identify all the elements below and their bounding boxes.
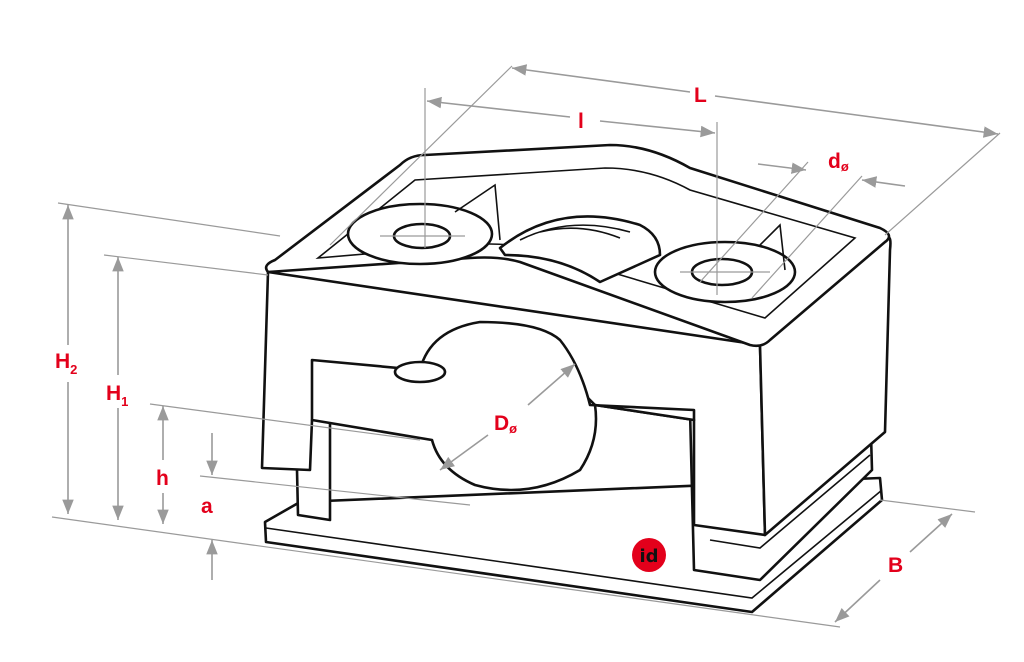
label-d-diameter: dø: [828, 150, 849, 174]
label-D-diameter: Dø: [494, 412, 517, 436]
label-L: L: [694, 84, 707, 107]
dimension-lines: [62, 64, 999, 623]
brand-logo: id: [632, 538, 666, 572]
label-a: a: [201, 495, 213, 518]
label-l: l: [578, 110, 584, 133]
cable-hole: [310, 320, 696, 492]
label-h: h: [156, 467, 169, 490]
hole-notch: [393, 360, 447, 384]
clamp-body: [260, 143, 892, 614]
label-H1: H1: [106, 382, 128, 409]
label-H2: H2: [55, 350, 77, 377]
extension-lines: [51, 65, 1001, 628]
cable-saddle: [498, 215, 662, 284]
logo-text: id: [639, 546, 658, 567]
label-B: B: [888, 554, 903, 577]
